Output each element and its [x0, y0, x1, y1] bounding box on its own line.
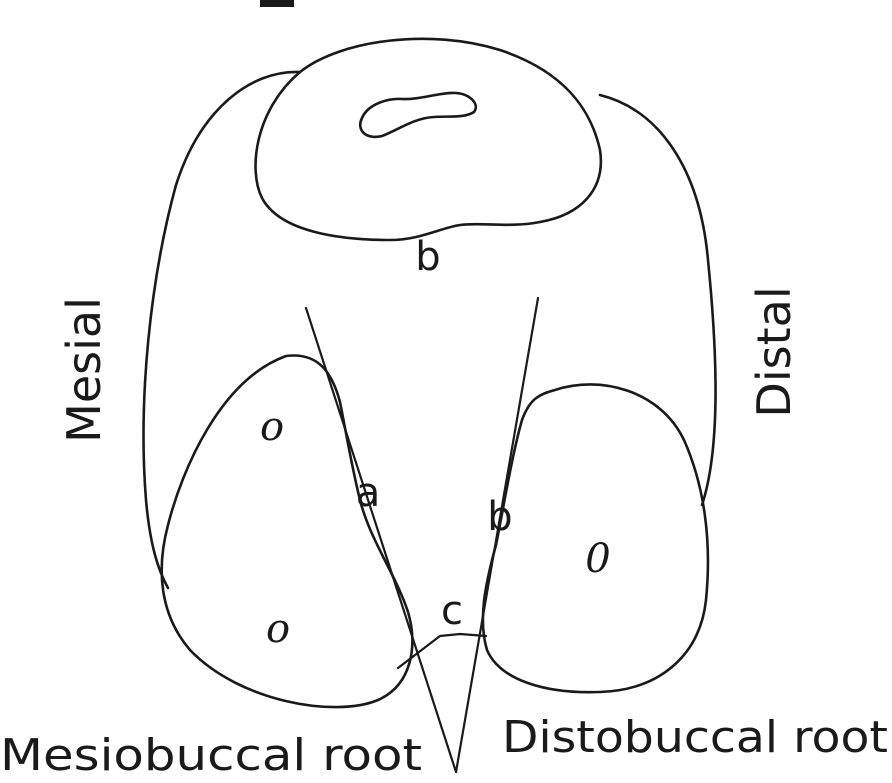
palatal-root	[256, 39, 601, 240]
distobuccal-root-label: Distobuccal root	[502, 712, 888, 763]
mb-upper-canal-mark: o	[260, 404, 284, 450]
mesiobuccal-root-label: Mesiobuccal root	[0, 730, 422, 781]
c-label: c	[441, 588, 463, 634]
mesial-label: Mesial	[57, 297, 111, 443]
palatal-canal	[360, 93, 476, 137]
mesial-guide-line	[306, 308, 456, 772]
b-label: b	[487, 494, 512, 540]
mb-lower-canal-mark: o	[266, 606, 290, 652]
a-label: a	[356, 470, 381, 516]
top-b-label: b	[415, 234, 440, 280]
cropped-heading-fragment	[260, 0, 294, 7]
mesiobuccal-root	[162, 355, 413, 707]
db-canal-mark: 0	[585, 536, 610, 582]
distal-label: Distal	[747, 286, 801, 417]
outer-tooth-outline	[144, 72, 716, 588]
